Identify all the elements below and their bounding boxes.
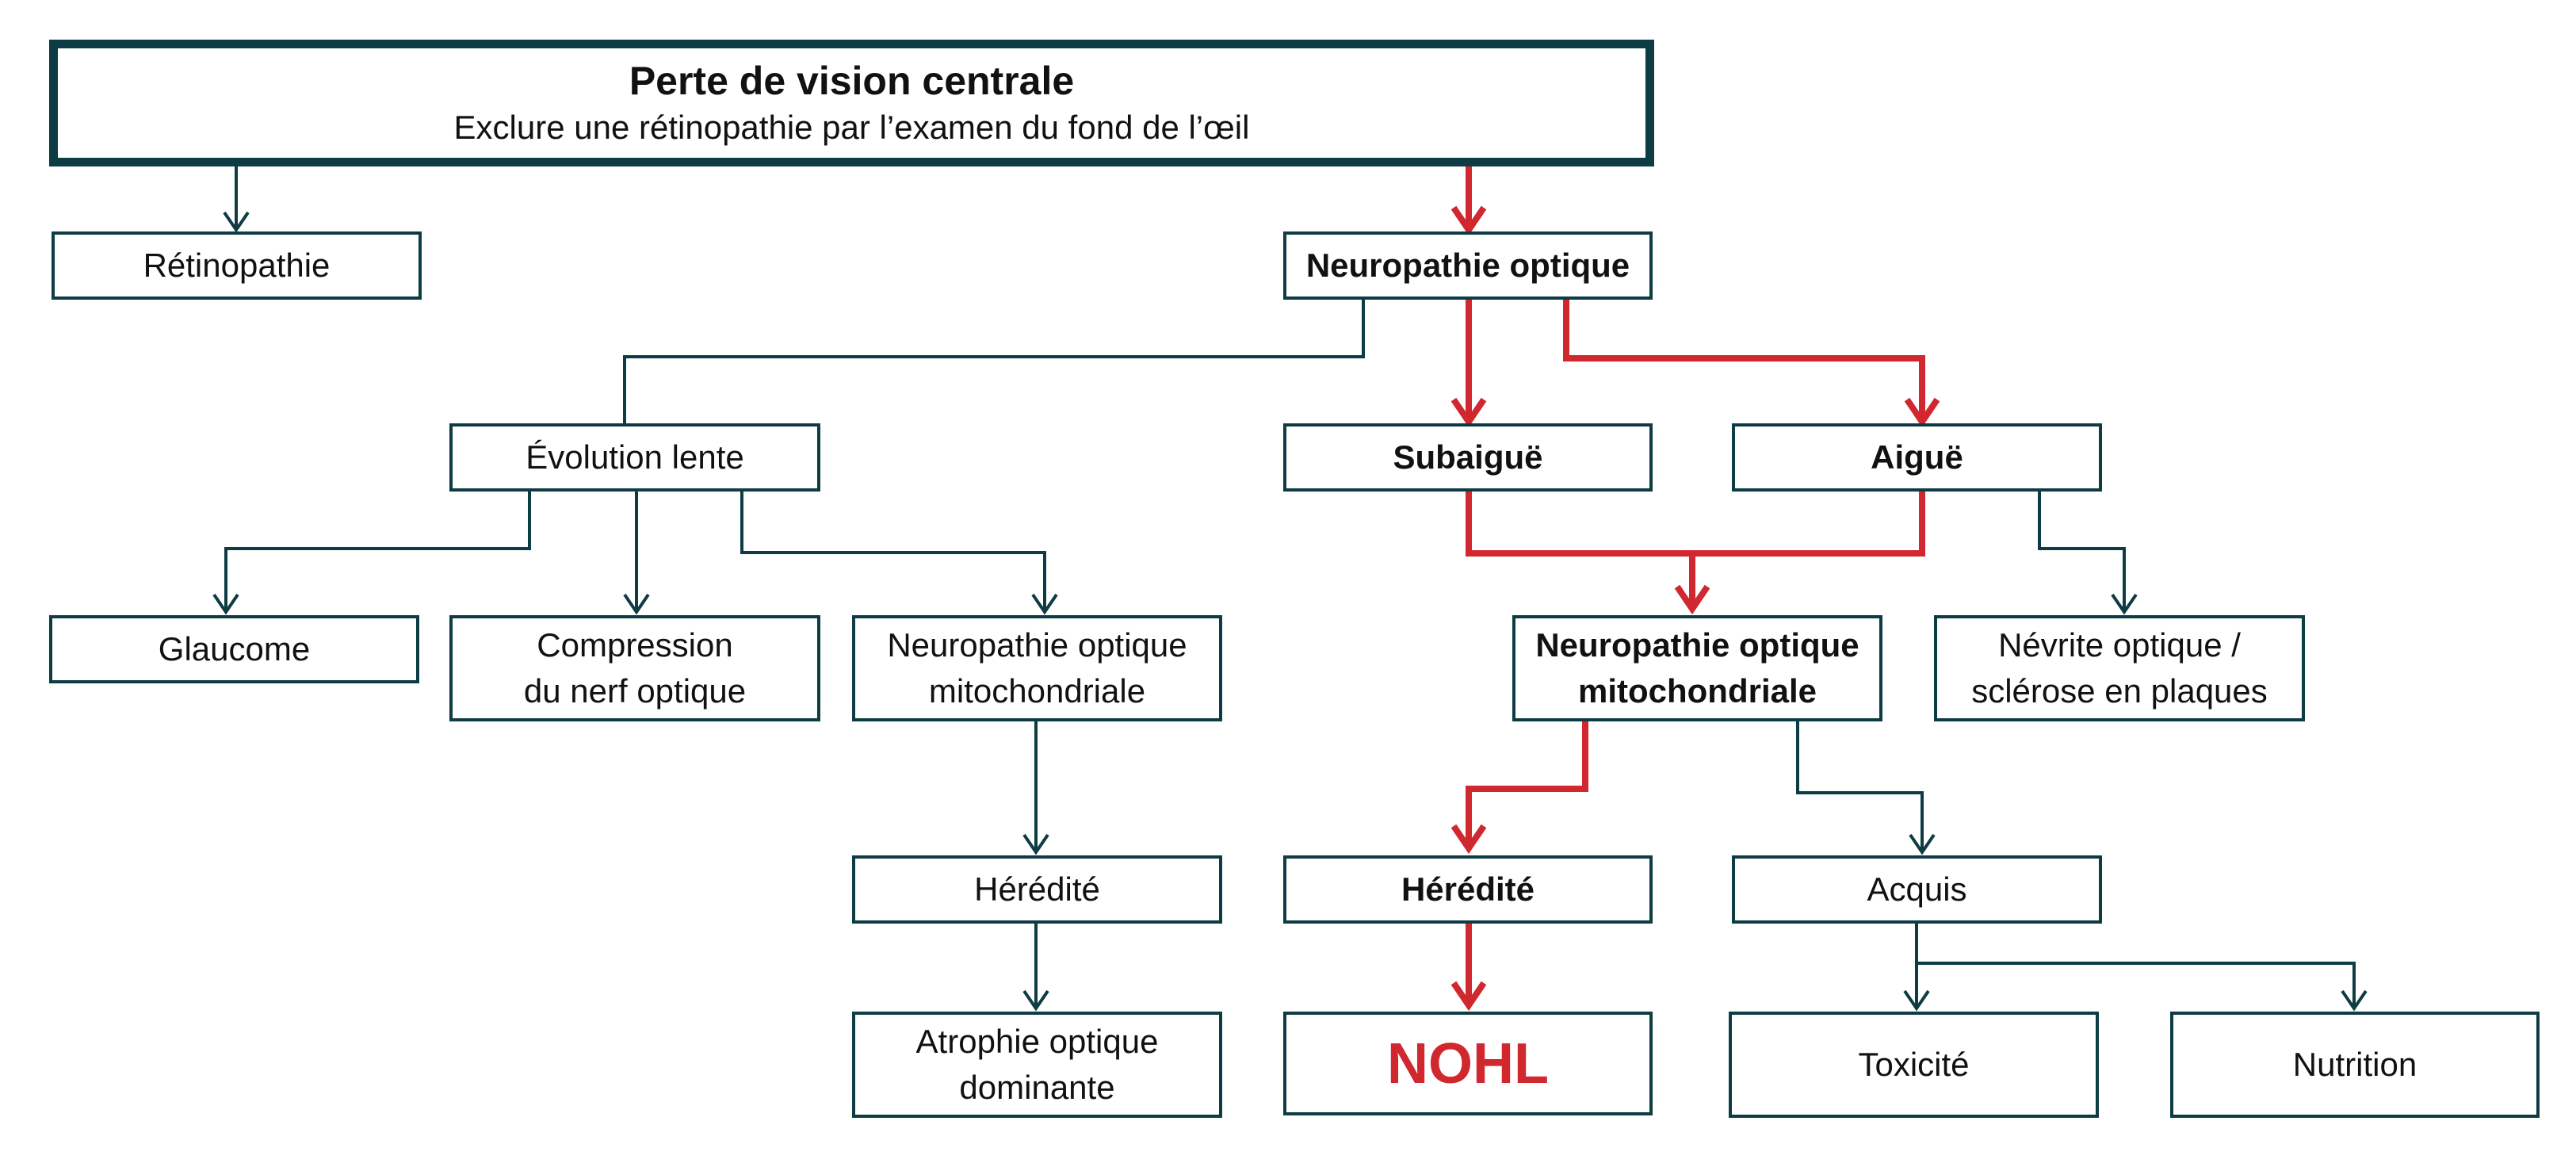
node-glaucome: Glaucome: [49, 615, 419, 683]
node-toxicite: Toxicité: [1729, 1012, 2099, 1118]
connector-evolution-mito-left: [740, 492, 1046, 610]
connector-aigue-nevrite: [2038, 492, 2126, 610]
highlight-neuropathie-aigue: [1563, 300, 1925, 420]
node-label: Subaiguë: [1393, 438, 1543, 476]
node-label-line2: du nerf optique: [523, 672, 747, 710]
node-evolution-lente: Évolution lente: [449, 423, 820, 492]
node-label: Neuropathie optique: [1305, 247, 1630, 284]
node-label-line1: Neuropathie optique: [887, 626, 1187, 664]
node-label-line2: dominante: [959, 1069, 1115, 1106]
connector-mito-center-acquis: [1796, 721, 1924, 851]
node-label: Nutrition: [2292, 1046, 2417, 1083]
node-retinopathie: Rétinopathie: [52, 231, 422, 300]
node-nutrition: Nutrition: [2170, 1012, 2540, 1118]
node-subaigue: Subaiguë: [1283, 423, 1653, 492]
node-label-line1: Atrophie optique: [915, 1023, 1159, 1060]
connector-neuropathie-evolution: [623, 300, 1365, 425]
node-acquis: Acquis: [1732, 855, 2102, 924]
node-label: Évolution lente: [526, 438, 744, 476]
node-label: Toxicité: [1858, 1046, 1970, 1083]
node-aigue: Aiguë: [1732, 423, 2102, 492]
node-label-line1: Compression: [537, 626, 733, 664]
node-nohl: NOHL: [1283, 1012, 1653, 1115]
node-label-line2: mitochondriale: [928, 672, 1146, 710]
node-atrophie-optique-dominante: Atrophie optique dominante: [852, 1012, 1222, 1118]
highlight-mito-heredite: [1466, 721, 1588, 847]
node-heredite-center: Hérédité: [1283, 855, 1653, 924]
node-label: Glaucome: [158, 630, 311, 668]
node-label: Rétinopathie: [143, 247, 331, 284]
title-box: Perte de vision centrale Exclure une rét…: [49, 40, 1654, 166]
node-label-line2: mitochondriale: [1577, 672, 1817, 710]
node-neuropathie-mitochondriale-left: Neuropathie optique mitochondriale: [852, 615, 1222, 721]
node-neuropathie-mitochondriale-center: Neuropathie optique mitochondriale: [1512, 615, 1882, 721]
title-main: Perte de vision centrale: [629, 59, 1075, 103]
node-label-line1: Névrite optique /: [1998, 626, 2241, 664]
highlight-merge-mito: [1466, 492, 1925, 606]
node-label: Acquis: [1867, 870, 1967, 908]
node-label: Hérédité: [1401, 870, 1535, 908]
node-compression-nerf-optique: Compression du nerf optique: [449, 615, 820, 721]
connector-acquis-split: [1915, 924, 2356, 1007]
node-label: Hérédité: [974, 870, 1100, 908]
node-label: Aiguë: [1871, 438, 1963, 476]
node-label: NOHL: [1387, 1031, 1549, 1096]
node-label-line1: Neuropathie optique: [1535, 626, 1859, 664]
title-subtitle: Exclure une rétinopathie par l’examen du…: [453, 109, 1250, 146]
connector-evolution-glaucome: [224, 492, 531, 610]
node-nevrite-optique: Névrite optique / sclérose en plaques: [1934, 615, 2305, 721]
node-neuropathie-optique: Neuropathie optique: [1283, 231, 1653, 300]
node-heredite-left: Hérédité: [852, 855, 1222, 924]
node-label-line2: sclérose en plaques: [1971, 672, 2268, 710]
